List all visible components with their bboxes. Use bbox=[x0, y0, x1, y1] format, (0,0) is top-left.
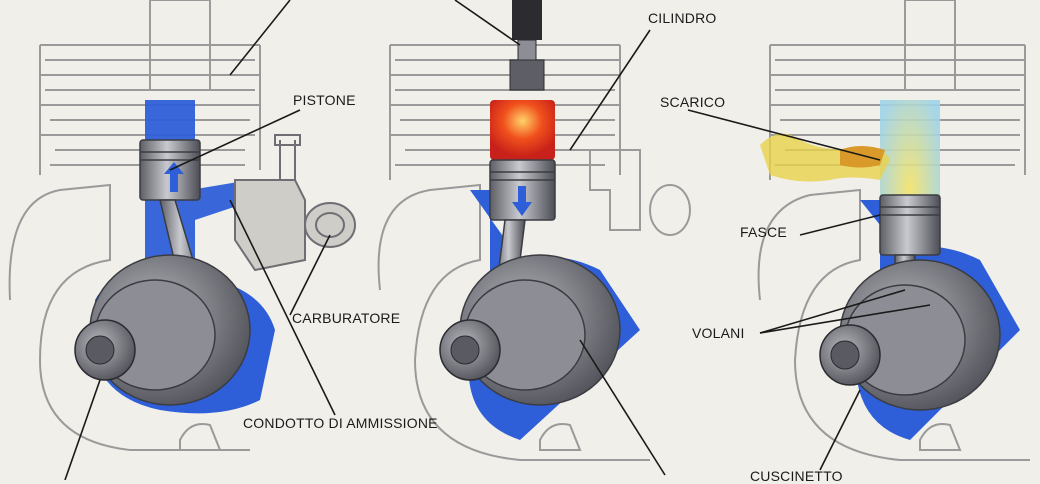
leader-bottom-mid bbox=[579, 339, 666, 476]
leader-scarico bbox=[687, 109, 881, 161]
leader-top-mid bbox=[454, 0, 521, 46]
carburetor bbox=[234, 134, 356, 272]
label-carburatore: CARBURATORE bbox=[292, 310, 401, 326]
leader-cuscinetto bbox=[819, 389, 861, 471]
engine-intake-stage bbox=[8, 0, 356, 451]
cylinder-head bbox=[149, 0, 211, 91]
leader-volani-1 bbox=[759, 289, 906, 334]
label-cuscinetto: CUSCINETTO bbox=[750, 468, 843, 484]
leader-carburatore bbox=[289, 234, 331, 316]
crankcase-outline bbox=[377, 183, 650, 461]
piston bbox=[879, 194, 941, 256]
piston-down-arrow-icon bbox=[512, 186, 532, 216]
label-volani: VOLANI bbox=[692, 325, 745, 341]
leader-cilindro bbox=[569, 29, 651, 151]
leader-fasce bbox=[799, 214, 881, 236]
label-scarico: SCARICO bbox=[660, 94, 726, 110]
leader-top-left bbox=[229, 0, 291, 76]
label-fasce: FASCE bbox=[740, 224, 787, 240]
label-pistone: PISTONE bbox=[293, 92, 356, 108]
crankcase-outline bbox=[757, 188, 1030, 461]
leader-pistone bbox=[169, 109, 301, 171]
spark-plug bbox=[509, 0, 545, 91]
leader-condotto bbox=[229, 199, 336, 416]
crankcase-outline bbox=[8, 183, 250, 451]
label-condotto: CONDOTTO DI AMMISSIONE bbox=[243, 415, 438, 431]
engine-exhaust-stage bbox=[757, 0, 1030, 461]
label-cilindro: CILINDRO bbox=[648, 10, 717, 26]
leader-volani-2 bbox=[759, 304, 931, 334]
piston-up-arrow-icon bbox=[164, 162, 184, 192]
leader-bottom-left bbox=[64, 379, 101, 480]
cylinder-head bbox=[904, 0, 956, 91]
combustion-chamber bbox=[490, 100, 555, 160]
engine-combustion-stage bbox=[377, 0, 691, 461]
leader-lines bbox=[64, 0, 931, 480]
